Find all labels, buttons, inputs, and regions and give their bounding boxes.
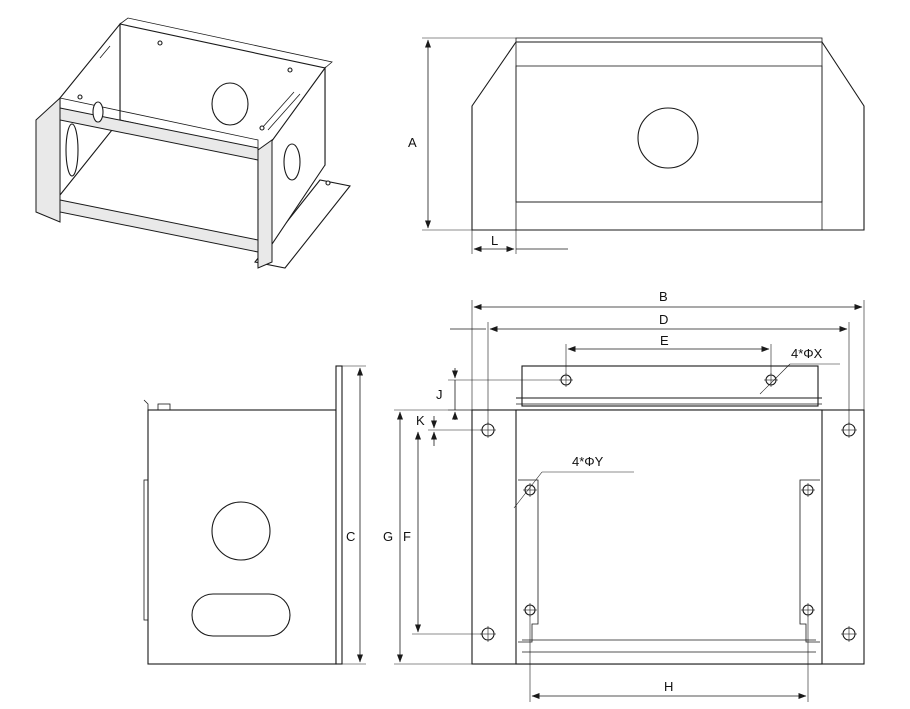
dim-label-d: D [659,312,668,327]
dim-label-h: H [664,679,673,694]
dim-label-j: J [436,387,443,402]
dim-label-l: L [491,233,498,248]
side-view: C [143,365,366,665]
dim-label-e: E [660,333,669,348]
top-view: B D E 4*ΦX J K 4*ΦY [383,289,865,702]
note-hole-y: 4*ΦY [572,454,604,469]
front-view: A L [408,37,865,254]
isometric-view [35,17,351,269]
dim-label-g: G [383,529,393,544]
dim-label-a: A [408,135,417,150]
dim-label-c: C [346,529,355,544]
dim-label-f: F [403,529,411,544]
note-hole-x: 4*ΦX [791,346,823,361]
dim-label-b: B [659,289,668,304]
dim-label-k: K [416,413,425,428]
